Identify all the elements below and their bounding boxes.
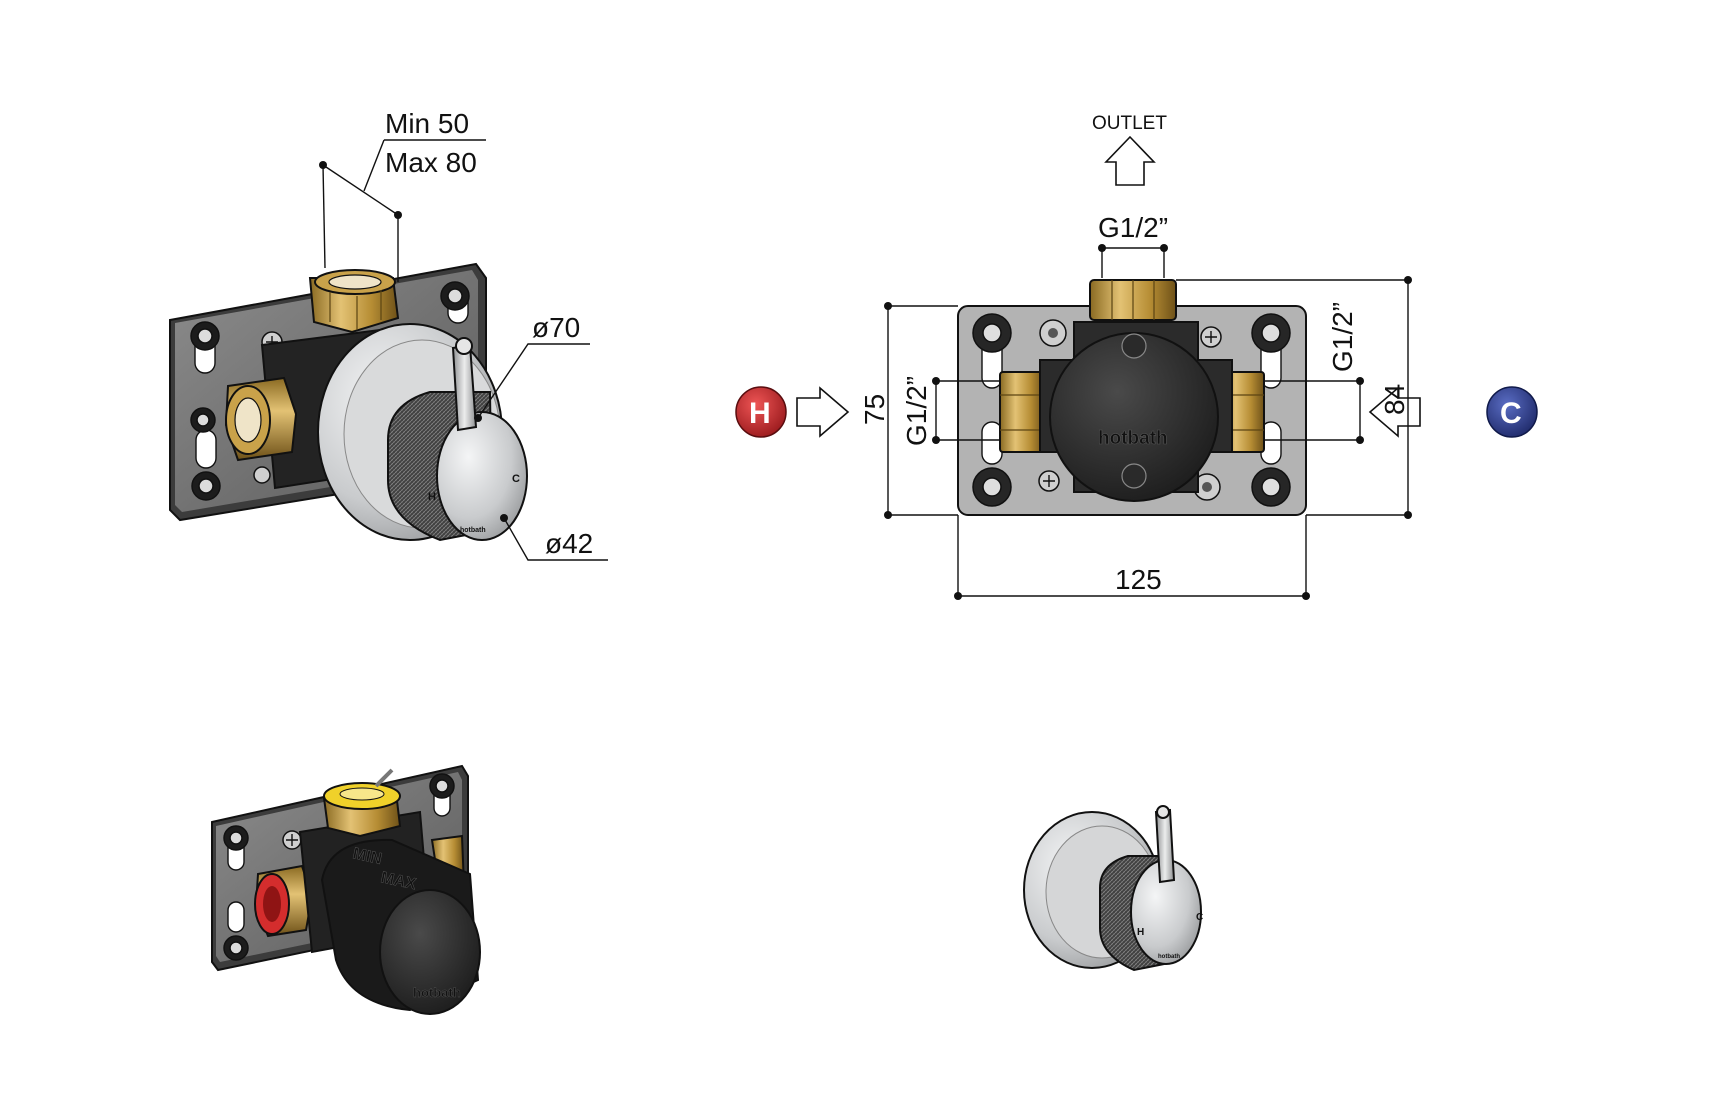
depth-min-label: Min 50 <box>385 108 469 139</box>
rough-in-body-view: MIN MAX hotbath <box>211 764 481 1015</box>
hot-inlet-indicator: H <box>735 386 850 438</box>
hot-badge-icon <box>735 386 787 438</box>
left-thread-dimension: G1/2” <box>901 376 1000 446</box>
trim-lever <box>1154 808 1176 884</box>
outlet-cap <box>322 768 402 838</box>
depth-dimension: Min 50 Max 80 <box>319 108 486 282</box>
hot-badge-label: H <box>749 397 771 430</box>
width-dimension: 125 <box>954 515 1310 600</box>
outlet-arrow-icon <box>1104 135 1156 186</box>
knob-hot-mark: H <box>428 491 436 503</box>
right-thread-dimension: G1/2” <box>1264 302 1364 444</box>
screw-icon <box>282 830 302 850</box>
screw-icon <box>1038 319 1222 501</box>
height-outer-label: 84 <box>1379 384 1410 415</box>
cold-badge-icon <box>1486 386 1538 438</box>
height-inner-label: 75 <box>859 394 890 425</box>
width-label: 125 <box>1115 564 1162 595</box>
hot-inlet-arrow-icon <box>796 386 850 438</box>
body-min-label: MIN <box>351 845 383 868</box>
body-brand-label: hotbath <box>413 985 461 1000</box>
top-thread-dimension: G1/2” <box>1098 212 1168 278</box>
body-brand-label: hotbath <box>1098 428 1168 449</box>
hot-inlet-cap <box>254 864 314 938</box>
keyhole-slot <box>981 327 1282 465</box>
bolt-ring <box>223 773 455 961</box>
knob-cold-mark: C <box>512 473 520 485</box>
bolt-ring <box>972 313 1291 507</box>
top-connection-nut <box>308 269 400 334</box>
knob-brand-mark: hotbath <box>1158 954 1180 960</box>
cold-badge-label: C <box>1500 397 1522 430</box>
hot-inlet-nut <box>999 371 1045 453</box>
bolt-ring <box>190 281 470 501</box>
knob-hot-mark: H <box>1137 927 1144 938</box>
outlet-label: OUTLET <box>1092 113 1167 134</box>
right-thread-label: G1/2” <box>1327 302 1358 372</box>
plate-diameter-label: ø70 <box>532 312 580 343</box>
height-outer-dimension: 84 <box>1176 276 1412 519</box>
height-inner-dimension: 75 <box>859 302 958 519</box>
left-connection-nut <box>224 376 298 462</box>
knob-cold-mark: C <box>1196 912 1203 923</box>
knob-diameter-label: ø42 <box>545 528 593 559</box>
plate-diameter-dimension: ø70 <box>474 312 590 422</box>
knob-brand-mark: hotbath <box>460 527 486 534</box>
cartridge-housing: MIN MAX hotbath <box>320 838 481 1015</box>
knob-diameter-dimension: ø42 <box>500 514 608 561</box>
left-thread-label: G1/2” <box>901 376 932 446</box>
outlet-nut <box>1089 279 1177 321</box>
depth-max-label: Max 80 <box>385 147 477 178</box>
valve-body-front: hotbath <box>1039 321 1233 502</box>
trim-view: H C hotbath <box>1023 805 1203 972</box>
side-view-with-trim: H C hotbath Min 50 Max 80 ø70 <box>169 108 608 561</box>
front-view-dimensioned: OUTLET <box>735 113 1538 600</box>
top-thread-label: G1/2” <box>1098 212 1168 243</box>
